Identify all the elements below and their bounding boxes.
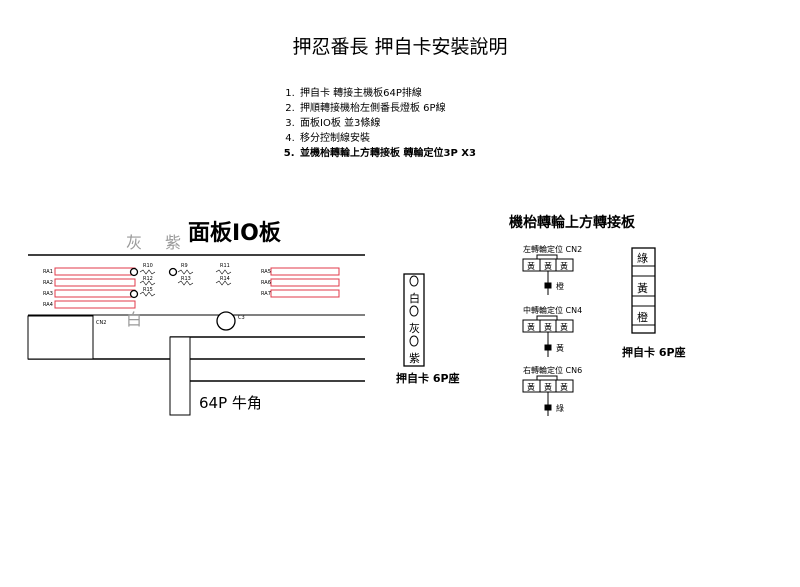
reel-cn2-wire: 橙 <box>556 282 564 291</box>
ra1-label: RA1 <box>43 269 53 275</box>
reel-cn2 <box>522 254 574 295</box>
reel-board-title: 機枱轉輪上方轉接板 <box>509 215 635 231</box>
ra1-block <box>54 267 136 276</box>
card6p-pin-5 <box>409 335 419 347</box>
ra2-block <box>54 278 136 287</box>
ra7-block <box>270 289 340 298</box>
solder-white <box>129 289 139 299</box>
r11-label: R11 <box>220 263 230 269</box>
card-reel-pin-yellow: 黃 <box>637 282 648 295</box>
reel-cn4-name: 中轉輪定位 CN4 <box>523 306 583 315</box>
step-4: 移分控制線安裝 <box>298 131 476 146</box>
reel-cn6-name: 右轉輪定位 CN6 <box>523 366 583 375</box>
reel-cn4-pin3: 黃 <box>560 323 568 332</box>
step-3: 面板IO板 並3條線 <box>298 116 476 131</box>
ra4-block <box>54 300 136 309</box>
reel-cn6-pin1: 黃 <box>527 383 535 392</box>
connector-64p-label: 64P 牛角 <box>199 394 262 412</box>
card6p-connector <box>403 273 425 367</box>
r10-label: R10 <box>143 263 153 269</box>
capacitor-c3 <box>216 311 236 331</box>
reel-cn6-pin2: 黃 <box>544 383 552 392</box>
ra7-label: RA7 <box>261 291 271 297</box>
card6p-pin-white: 白 <box>409 292 420 305</box>
reel-cn4-pin1: 黃 <box>527 323 535 332</box>
step-2: 押順轉接機枱左側番長燈板 6P線 <box>298 101 476 116</box>
card6p-label: 押自卡 6P座 <box>396 372 460 385</box>
wire-gray-label: 灰 <box>126 233 143 252</box>
card6p-pin-1 <box>409 275 419 287</box>
ra2-label: RA2 <box>43 280 53 286</box>
reel-cn2-pin3: 黃 <box>560 262 568 271</box>
card6p-pin-3 <box>409 305 419 317</box>
ra3-label: RA3 <box>43 291 53 297</box>
card6p-pin-gray: 灰 <box>409 322 420 335</box>
r14-label: R14 <box>220 276 230 282</box>
reel-cn4-pin2: 黃 <box>544 323 552 332</box>
reel-cn6-pin3: 黃 <box>560 383 568 392</box>
ra3-block <box>54 289 136 298</box>
ra5-block <box>270 267 340 276</box>
reel-cn2-name: 左轉輪定位 CN2 <box>523 245 583 254</box>
reel-cn2-pin2: 黃 <box>544 262 552 271</box>
reel-cn4-wire: 黃 <box>556 344 564 353</box>
solder-purple <box>168 267 178 277</box>
cn2-box <box>27 315 94 360</box>
c3-label: C3 <box>238 315 245 321</box>
connector-64p <box>169 336 191 416</box>
wire-purple-label: 紫 <box>165 233 182 252</box>
page-title: 押忍番長 押自卡安裝說明 <box>292 36 508 58</box>
card-reel-connector <box>631 247 656 334</box>
ra6-label: RA6 <box>261 280 271 286</box>
step-1: 押自卡 轉接主機板64P排線 <box>298 86 476 101</box>
card-reel-pin-orange: 橙 <box>637 311 648 324</box>
card-reel-pin-green: 綠 <box>637 252 648 265</box>
ra4-label: RA4 <box>43 302 53 308</box>
card-reel-label: 押自卡 6P座 <box>622 346 686 359</box>
r15-label: R15 <box>143 287 153 293</box>
r12-label: R12 <box>143 276 153 282</box>
cn2-label: CN2 <box>96 320 107 326</box>
resistor-symbols <box>139 269 232 297</box>
r9-label: R9 <box>181 263 188 269</box>
step-5: 並機枱轉輪上方轉接板 轉輪定位3P X3 <box>298 146 476 161</box>
reel-cn4 <box>522 315 574 357</box>
ra6-block <box>270 278 340 287</box>
wire-white-label: 白 <box>126 310 143 329</box>
ra5-label: RA5 <box>261 269 271 275</box>
panel-io-title: 面板IO板 <box>188 221 281 246</box>
card6p-pin-purple: 紫 <box>409 352 420 365</box>
reel-cn6-wire: 綠 <box>556 404 564 413</box>
reel-cn2-pin1: 黃 <box>527 262 535 271</box>
solder-gray <box>129 267 139 277</box>
instruction-list: 押自卡 轉接主機板64P排線 押順轉接機枱左側番長燈板 6P線 面板IO板 並3… <box>266 86 476 161</box>
r13-label: R13 <box>181 276 191 282</box>
reel-cn6 <box>522 375 574 416</box>
